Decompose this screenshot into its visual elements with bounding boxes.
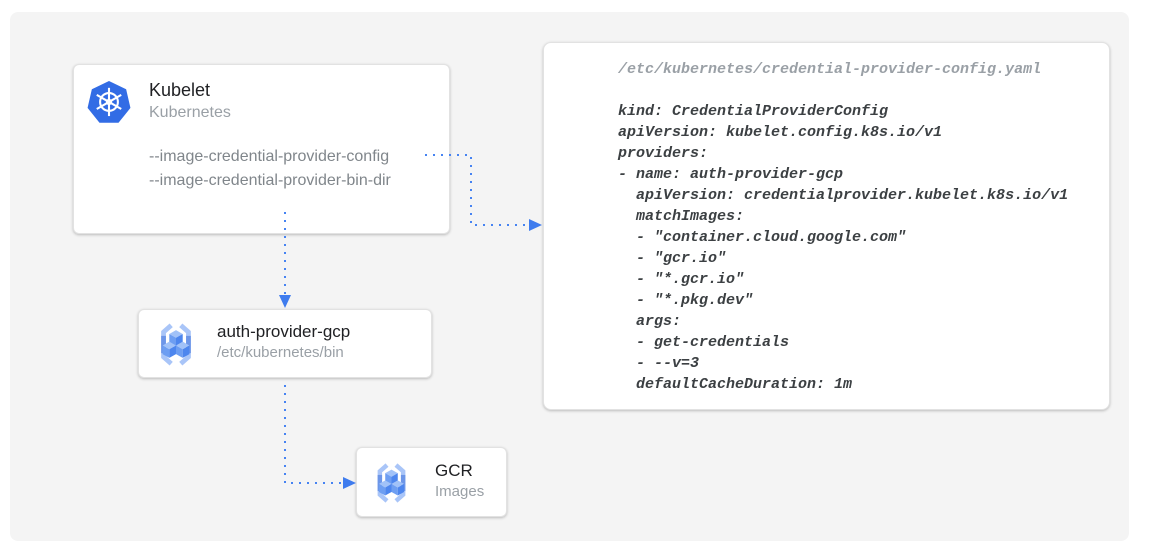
code-line: - "*.pkg.dev" [618, 292, 754, 309]
code-line: apiVersion: credentialprovider.kubelet.k… [618, 187, 1069, 204]
gcr-card: GCR Images [356, 447, 507, 517]
code-line: providers: [618, 145, 709, 162]
code-line: - get-credentials [618, 334, 790, 351]
code-line: - "*.gcr.io" [618, 271, 745, 288]
code-line: defaultCacheDuration: 1m [618, 376, 853, 393]
kubelet-subtitle: Kubernetes [149, 104, 231, 121]
container-registry-icon [377, 463, 406, 503]
kubelet-title: Kubelet [149, 80, 211, 100]
kubelet-flags: --image-credential-provider-config --ima… [149, 145, 391, 193]
flag-image-credential-provider-bin-dir: --image-credential-provider-bin-dir [149, 172, 391, 189]
auth-provider-subtitle: /etc/kubernetes/bin [217, 344, 344, 361]
auth-provider-gcp-card: auth-provider-gcp /etc/kubernetes/bin [138, 309, 432, 378]
auth-provider-title: auth-provider-gcp [217, 322, 351, 341]
kubelet-card: Kubelet Kubernetes --image-credential-pr… [73, 64, 450, 234]
code-line: - "container.cloud.google.com" [618, 229, 907, 246]
container-registry-icon [161, 323, 191, 366]
code-line: args: [618, 313, 682, 330]
gcr-subtitle: Images [435, 483, 485, 500]
code-line: - --v=3 [618, 355, 700, 372]
code-line: apiVersion: kubelet.config.k8s.io/v1 [618, 124, 943, 141]
gcr-title: GCR [435, 461, 473, 480]
code-line: matchImages: [618, 208, 745, 225]
flag-image-credential-provider-config: --image-credential-provider-config [149, 148, 390, 165]
code-line: - "gcr.io" [618, 250, 727, 267]
code-line: - name: auth-provider-gcp [618, 166, 844, 183]
code-line: kind: CredentialProviderConfig [618, 103, 889, 120]
config-file-path: /etc/kubernetes/credential-provider-conf… [618, 61, 1042, 78]
credential-provider-config-card: /etc/kubernetes/credential-provider-conf… [543, 42, 1110, 410]
kubernetes-icon [87, 81, 131, 123]
code-blank-line [618, 80, 1089, 101]
